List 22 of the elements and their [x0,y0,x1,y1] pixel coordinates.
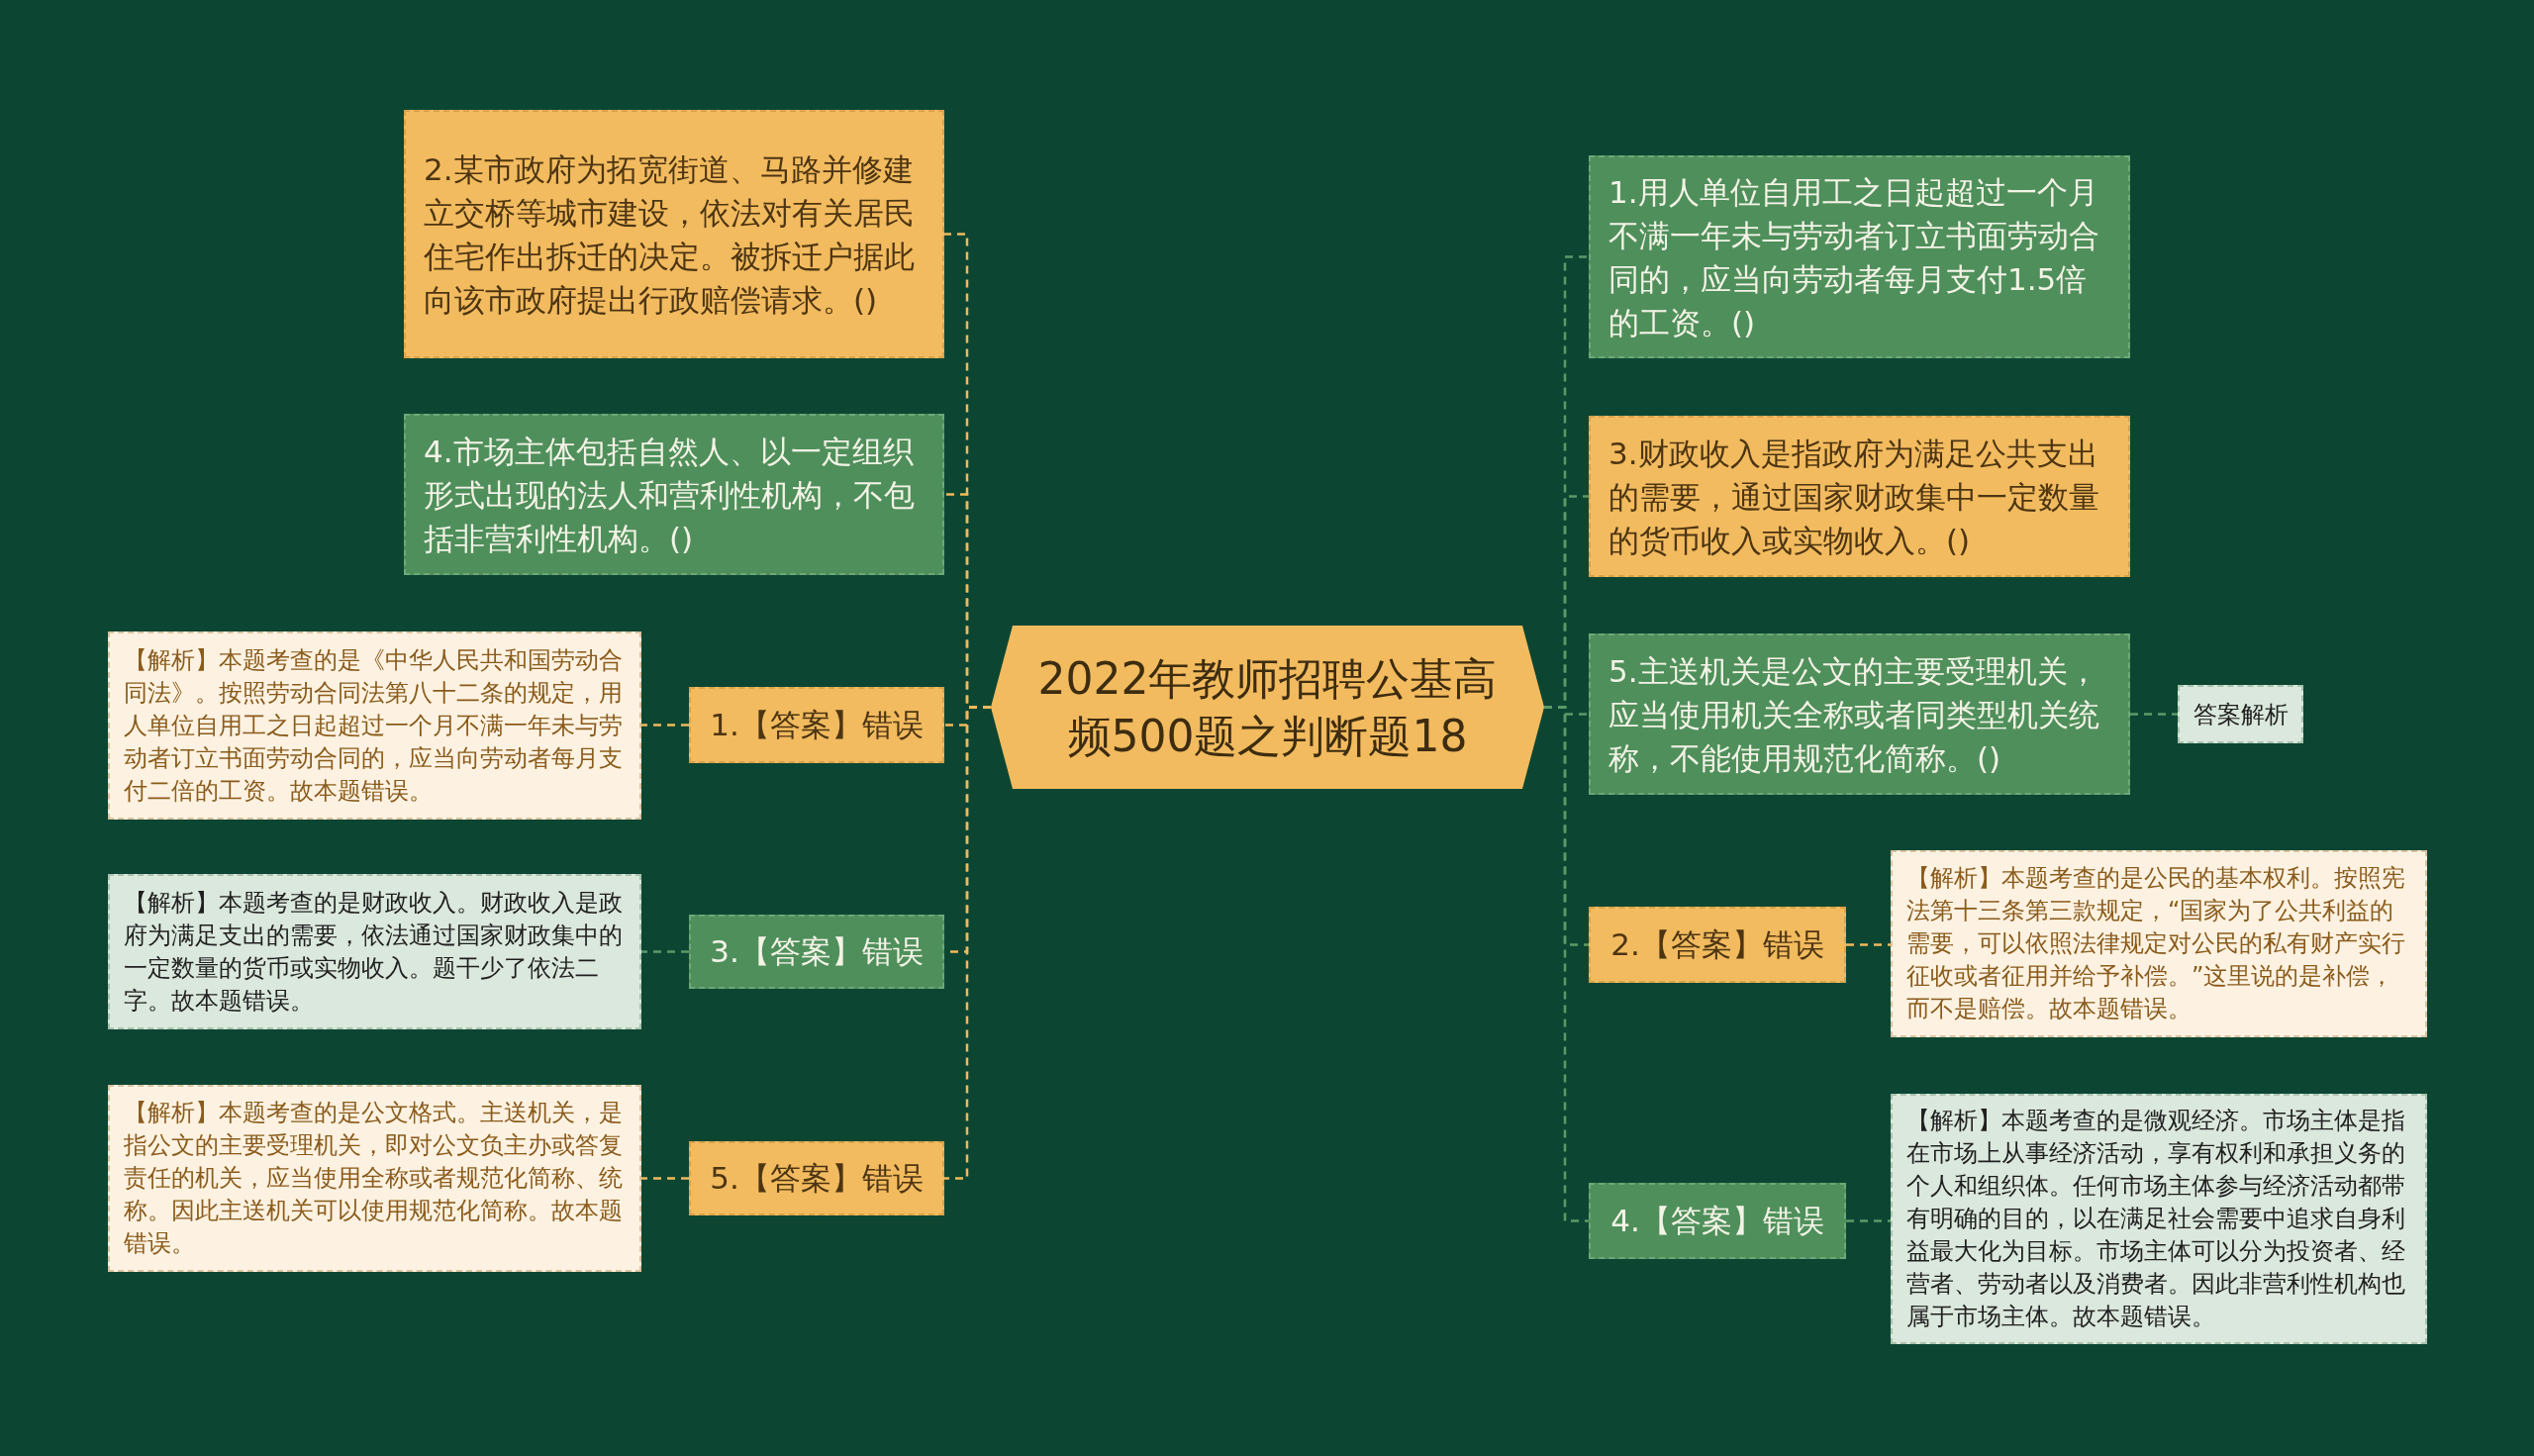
question-box: 5.主送机关是公文的主要受理机关，应当使用机关全称或者同类型机关统称，不能使用规范化简称。() [1589,633,2130,795]
answer-box: 2.【答案】错误 [1589,907,1846,983]
answer-box: 1.【答案】错误 [689,687,944,763]
analysis-box: 【解析】本题考查的是公文格式。主送机关，是指公文的主要受理机关，即对公文负主办或答复责任的机关，应当使用全称或者规范化简称、统称。因此主送机关可以使用规范化简称。故本题错误。 [108,1085,641,1272]
connector [641,1177,689,1180]
analysis-box: 【解析】本题考查的是《中华人民共和国劳动合同法》。按照劳动合同法第八十二条的规定，用人单位自用工之日起超过一个月不满一年未与劳动者订立书面劳动合同的，应当向劳动者每月支付二倍的工资。故本题错误。 [108,631,641,820]
question-box: 1.用人单位自用工之日起超过一个月不满一年未与劳动者订立书面劳动合同的，应当向劳动者每月支付1.5倍的工资。() [1589,155,2130,358]
connector [2130,713,2178,716]
question-box: 3.财政收入是指政府为满足公共支出的需要，通过国家财政集中一定数量的货币收入或实物收入。() [1589,416,2130,577]
analysis-box: 【解析】本题考查的是微观经济。市场主体是指在市场上从事经济活动，享有权利和承担义务的个人和组织体。任何市场主体参与经济活动都带有明确的目的，以在满足社会需要中追求自身利益最大化为目标。市场主体可以分为投资者、经营者、劳动者以及消费者。因此非营利性机构也属于市场主体。故本题错误。 [1891,1094,2427,1344]
analysis-box: 【解析】本题考查的是公民的基本权利。按照宪法第十三条第三款规定，“国家为了公共利益的需要，可以依照法律规定对公民的私有财产实行征收或者征用并给予补偿。”这里说的是补偿，而不是赔偿。故本题错误。 [1891,850,2427,1037]
question-box: 2.某市政府为拓宽街道、马路并修建立交桥等城市建设，依法对有关居民住宅作出拆迁的决定。被拆迁户据此向该市政府提出行政赔偿请求。() [404,110,944,358]
connector [641,950,689,953]
question-box: 4.市场主体包括自然人、以一定组织形式出现的法人和营利性机构，不包括非营利性机构。() [404,414,944,575]
connector [1846,943,1891,946]
answer-box: 4.【答案】错误 [1589,1183,1846,1259]
answer-box: 5.【答案】错误 [689,1141,944,1215]
connector [641,724,689,727]
tag-box: 答案解析 [2178,685,2303,743]
analysis-box: 【解析】本题考查的是财政收入。财政收入是政府为满足支出的需要，依法通过国家财政集中的一定数量的货币或实物收入。题干少了依法二字。故本题错误。 [108,874,641,1029]
connector [1846,1219,1891,1222]
answer-box: 3.【答案】错误 [689,915,944,989]
